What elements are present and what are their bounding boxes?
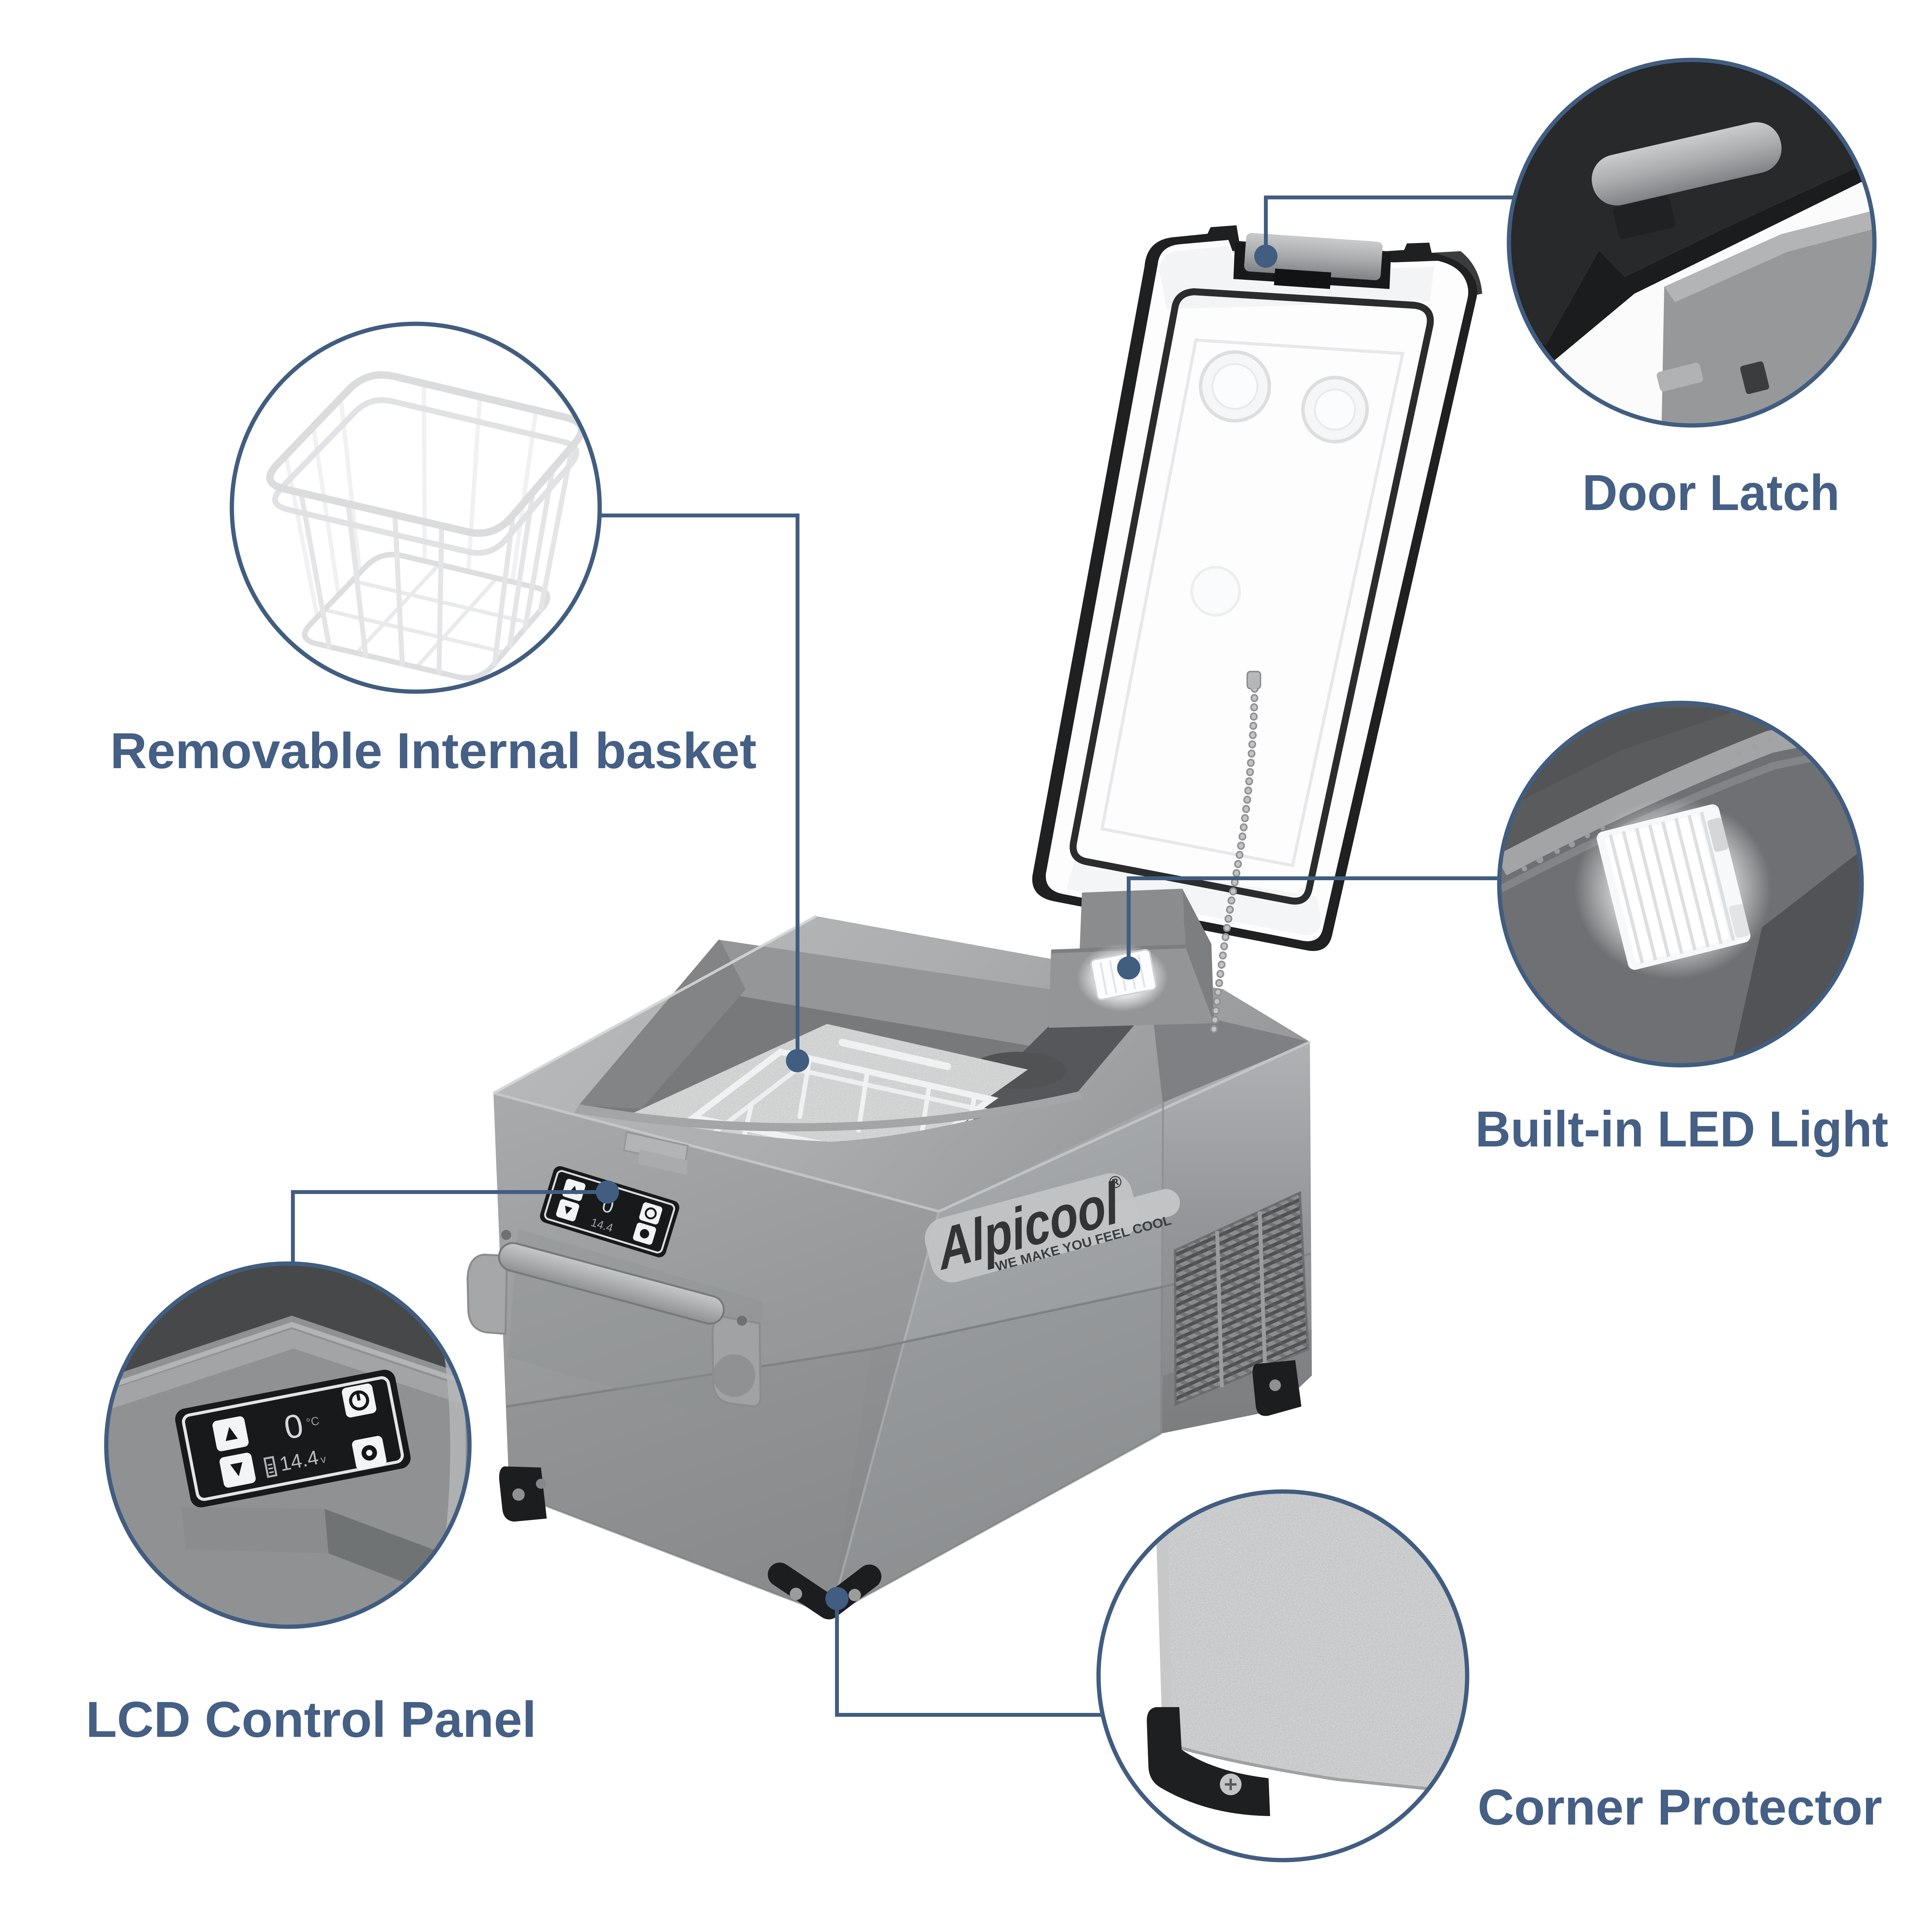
svg-text:Removable Internal basket: Removable Internal basket (110, 722, 757, 779)
svg-text:LCD Control Panel: LCD Control Panel (86, 1691, 536, 1748)
svg-text:Corner Protector: Corner Protector (1478, 1779, 1882, 1835)
svg-text:v: v (320, 1453, 327, 1466)
svg-text:Door Latch: Door Latch (1582, 464, 1840, 521)
svg-text:°C: °C (305, 1414, 320, 1429)
svg-text:Built-in LED Light: Built-in LED Light (1475, 1100, 1888, 1157)
